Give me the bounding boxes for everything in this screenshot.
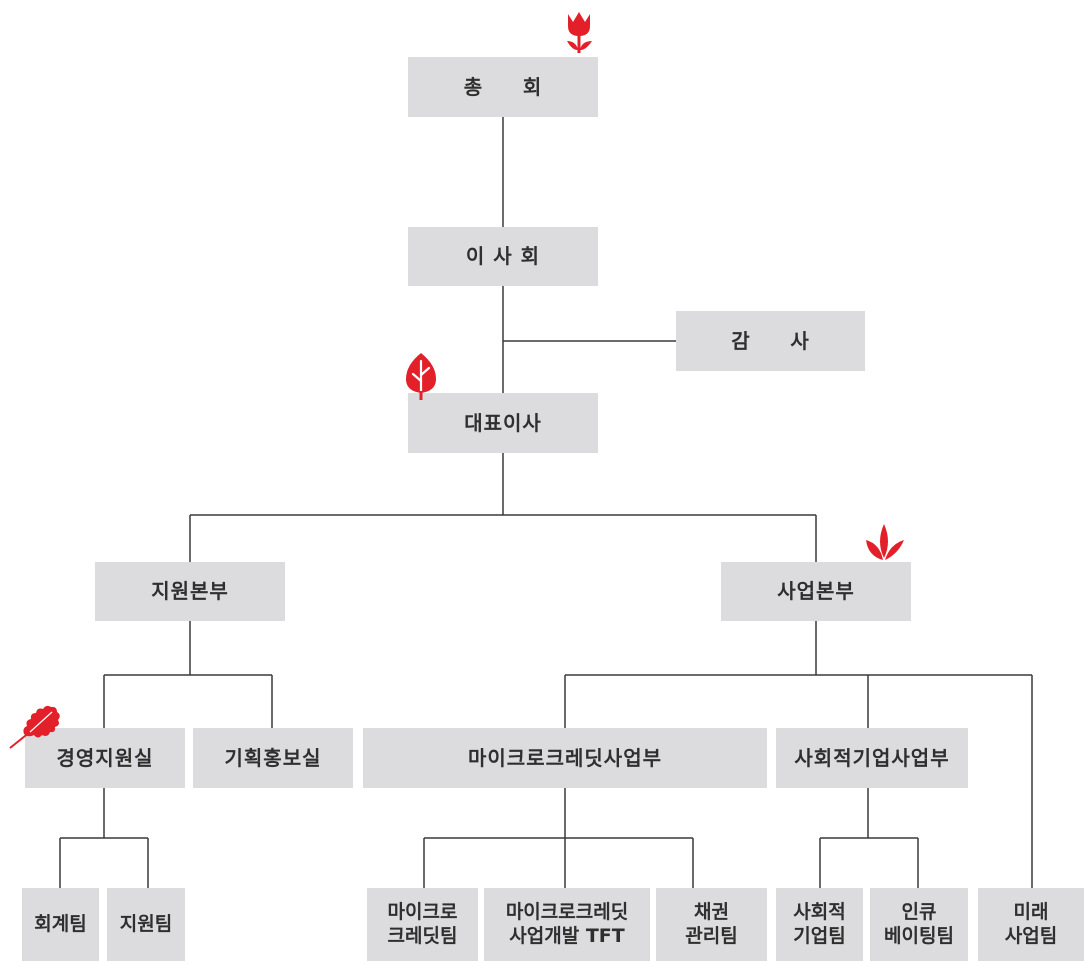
support-hq-label: 지원본부 [151, 579, 229, 603]
oak-leaf-icon [9, 705, 60, 749]
audit-box: 감 사 [676, 311, 865, 371]
general-assembly-box: 총 회 [408, 57, 598, 117]
future-biz-team-label: 미래 사업팀 [1004, 900, 1058, 947]
line-mgmt-teams [59, 788, 149, 888]
mgmt-support-office-label: 경영지원실 [56, 745, 154, 770]
incubating-team-box: 인큐 베이팅팀 [870, 888, 968, 961]
social-enterprise-team-box: 사회적 기업팀 [776, 888, 863, 961]
line-micro-teams [423, 788, 694, 888]
bond-mgmt-team-box: 채권 관리팀 [656, 888, 767, 961]
support-team-label: 지원팀 [119, 912, 173, 935]
ceo-label: 대표이사 [464, 410, 542, 435]
leaf-icon [406, 353, 436, 400]
microcredit-dept-box: 마이크로크레딧사업부 [363, 728, 767, 788]
business-hq-box: 사업본부 [721, 562, 911, 621]
accounting-team-box: 회계팀 [22, 888, 99, 961]
line-ceo-hq [189, 453, 817, 562]
line-support-offices [103, 621, 273, 728]
line-business-depts [564, 621, 1033, 888]
support-team-box: 지원팀 [107, 888, 185, 961]
planning-pr-office-box: 기획홍보실 [193, 728, 353, 788]
microcredit-tft-box: 마이크로크레딧 사업개발 TFT [484, 888, 650, 961]
line-social-teams [819, 788, 919, 888]
social-enterprise-dept-label: 사회적기업사업부 [794, 745, 950, 770]
bond-mgmt-team-label: 채권 관리팀 [685, 900, 738, 947]
accounting-team-label: 회계팀 [34, 912, 87, 935]
general-assembly-label: 총 회 [463, 74, 543, 99]
future-biz-team-box: 미래 사업팀 [978, 888, 1084, 961]
sprout-icon [866, 524, 904, 560]
microcredit-team-box: 마이크로 크레딧팀 [367, 888, 478, 961]
board-label: 이 사 회 [465, 244, 541, 268]
social-enterprise-team-label: 사회적 기업팀 [793, 900, 846, 947]
business-hq-label: 사업본부 [777, 579, 855, 603]
tulip-icon [567, 12, 592, 53]
microcredit-dept-label: 마이크로크레딧사업부 [468, 745, 662, 770]
mgmt-support-office-box: 경영지원실 [25, 728, 185, 788]
social-enterprise-dept-box: 사회적기업사업부 [776, 728, 968, 788]
incubating-team-label: 인큐 베이팅팀 [884, 900, 954, 947]
microcredit-tft-label: 마이크로크레딧 사업개발 TFT [505, 900, 629, 947]
board-box: 이 사 회 [408, 227, 598, 286]
planning-pr-office-label: 기획홍보실 [224, 745, 322, 770]
audit-label: 감 사 [731, 328, 810, 353]
ceo-box: 대표이사 [408, 393, 598, 453]
support-hq-box: 지원본부 [95, 562, 285, 621]
microcredit-team-label: 마이크로 크레딧팀 [387, 900, 458, 947]
